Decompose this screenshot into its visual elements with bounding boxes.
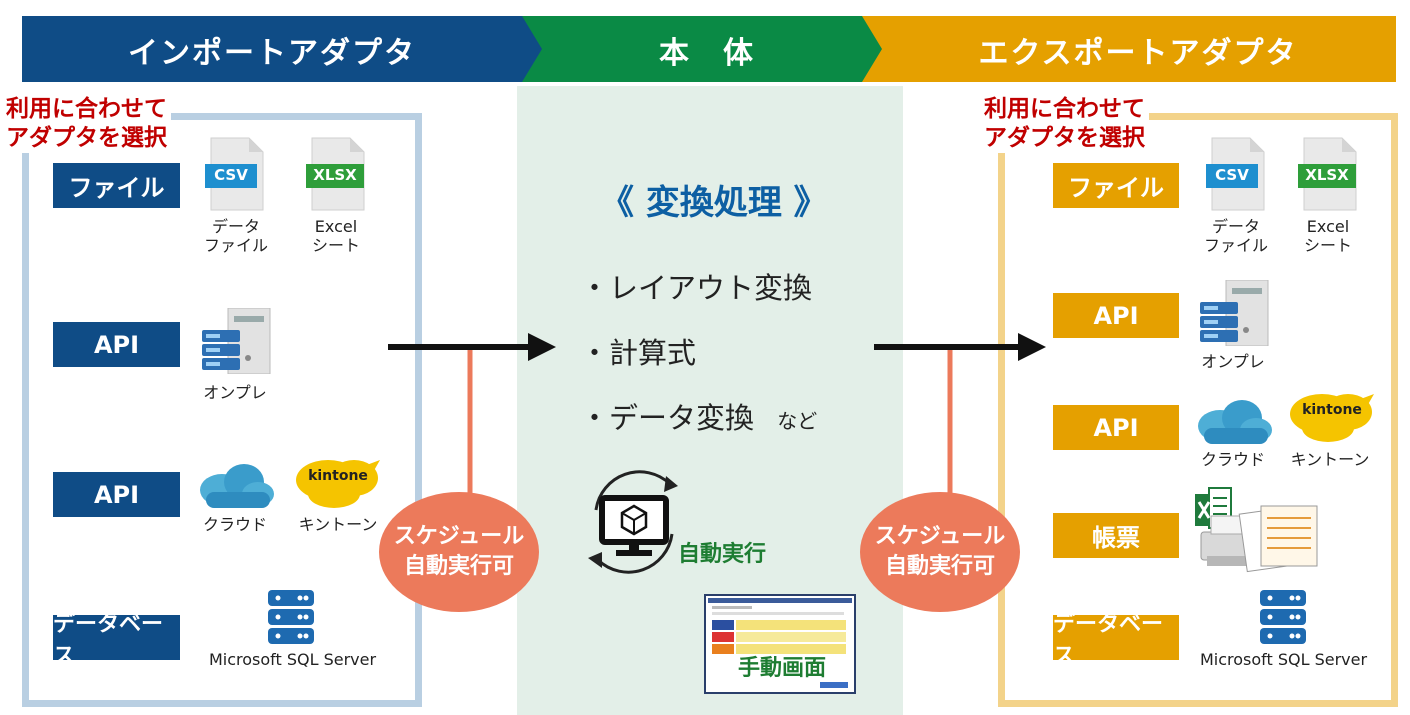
schedule-badge-left: スケジュール 自動実行可 bbox=[379, 492, 539, 612]
export-csv-badge: CSV bbox=[1215, 166, 1249, 184]
csv-file-icon bbox=[205, 137, 264, 211]
xlsx-caption: Excel シート bbox=[311, 217, 360, 255]
xlsx-file-icon bbox=[306, 137, 365, 211]
export-database-caption: Microsoft SQL Server bbox=[1199, 650, 1368, 669]
conversion-item-formula: ・計算式 bbox=[580, 336, 697, 370]
cloud-caption: クラウド bbox=[202, 515, 267, 534]
export-cloud-icon bbox=[1198, 400, 1272, 444]
flow-arrows bbox=[388, 333, 1046, 495]
export-csv-caption: データ ファイル bbox=[1203, 217, 1268, 255]
core-title: 本 体 bbox=[659, 36, 755, 71]
conversion-etc: など bbox=[777, 409, 818, 433]
kintone-caption: キントーン bbox=[298, 515, 378, 534]
import-note: 利用に合わせて アダプタを選択 bbox=[6, 95, 171, 153]
conversion-title: 《 変換処理 》 bbox=[600, 183, 828, 223]
import-title: インポートアダプタ bbox=[128, 36, 416, 71]
export-xlsx-badge: XLSX bbox=[1305, 166, 1349, 184]
export-tag-api-cloud: API bbox=[1053, 405, 1179, 450]
header-banner bbox=[22, 16, 1396, 82]
export-title: エクスポートアダプタ bbox=[978, 36, 1298, 71]
schedule-badge-right: スケジュール 自動実行可 bbox=[860, 492, 1020, 612]
import-frame bbox=[22, 113, 422, 707]
export-tag-report: 帳票 bbox=[1053, 513, 1179, 558]
export-onprem-caption: オンプレ bbox=[1201, 352, 1265, 371]
export-kintone-caption: キントーン bbox=[1290, 450, 1370, 469]
conversion-item-data: ・データ変換 など bbox=[580, 401, 818, 435]
export-xlsx-caption: Excel シート bbox=[1303, 217, 1352, 255]
csv-caption: データ ファイル bbox=[203, 217, 268, 255]
export-tag-database: データベース bbox=[1053, 612, 1179, 669]
import-tag-database: データベース bbox=[53, 612, 180, 669]
kintone-icon bbox=[296, 460, 380, 508]
onprem-caption: オンプレ bbox=[203, 383, 267, 402]
export-note: 利用に合わせて アダプタを選択 bbox=[984, 95, 1149, 153]
core-band bbox=[522, 16, 890, 82]
database-caption: Microsoft SQL Server bbox=[208, 650, 377, 669]
export-xlsx-file-icon bbox=[1298, 137, 1357, 211]
export-band bbox=[862, 16, 1396, 82]
database-icon bbox=[268, 590, 314, 644]
import-band bbox=[22, 16, 550, 82]
cloud-icon bbox=[200, 464, 274, 508]
export-tag-file: ファイル bbox=[1053, 163, 1179, 208]
xlsx-badge: XLSX bbox=[313, 166, 357, 184]
manual-screen-label: 手動画面 bbox=[738, 656, 827, 681]
manual-screen-thumbnail bbox=[704, 594, 856, 694]
export-database-icon bbox=[1260, 590, 1306, 644]
export-csv-file-icon bbox=[1206, 137, 1265, 211]
arrow-to-core bbox=[528, 333, 556, 361]
import-tag-api-cloud: API bbox=[53, 472, 180, 517]
arrow-to-export bbox=[1018, 333, 1046, 361]
conversion-item-layout: ・レイアウト変換 bbox=[580, 271, 813, 305]
auto-execution-icon bbox=[588, 470, 678, 574]
import-tag-file: ファイル bbox=[53, 163, 180, 208]
export-frame bbox=[998, 113, 1398, 707]
export-tag-api-onprem: API bbox=[1053, 293, 1179, 338]
auto-execution-label: 自動実行 bbox=[678, 542, 767, 567]
export-kintone-badge: kintone bbox=[1302, 402, 1362, 418]
csv-badge: CSV bbox=[214, 166, 248, 184]
export-cloud-caption: クラウド bbox=[1200, 450, 1265, 469]
import-tag-api-onprem: API bbox=[53, 322, 180, 367]
kintone-badge: kintone bbox=[308, 468, 368, 484]
export-kintone-icon bbox=[1290, 394, 1374, 442]
report-print-icon bbox=[1195, 487, 1318, 573]
export-onprem-server-icon bbox=[1200, 280, 1269, 346]
onprem-server-icon bbox=[202, 308, 271, 374]
